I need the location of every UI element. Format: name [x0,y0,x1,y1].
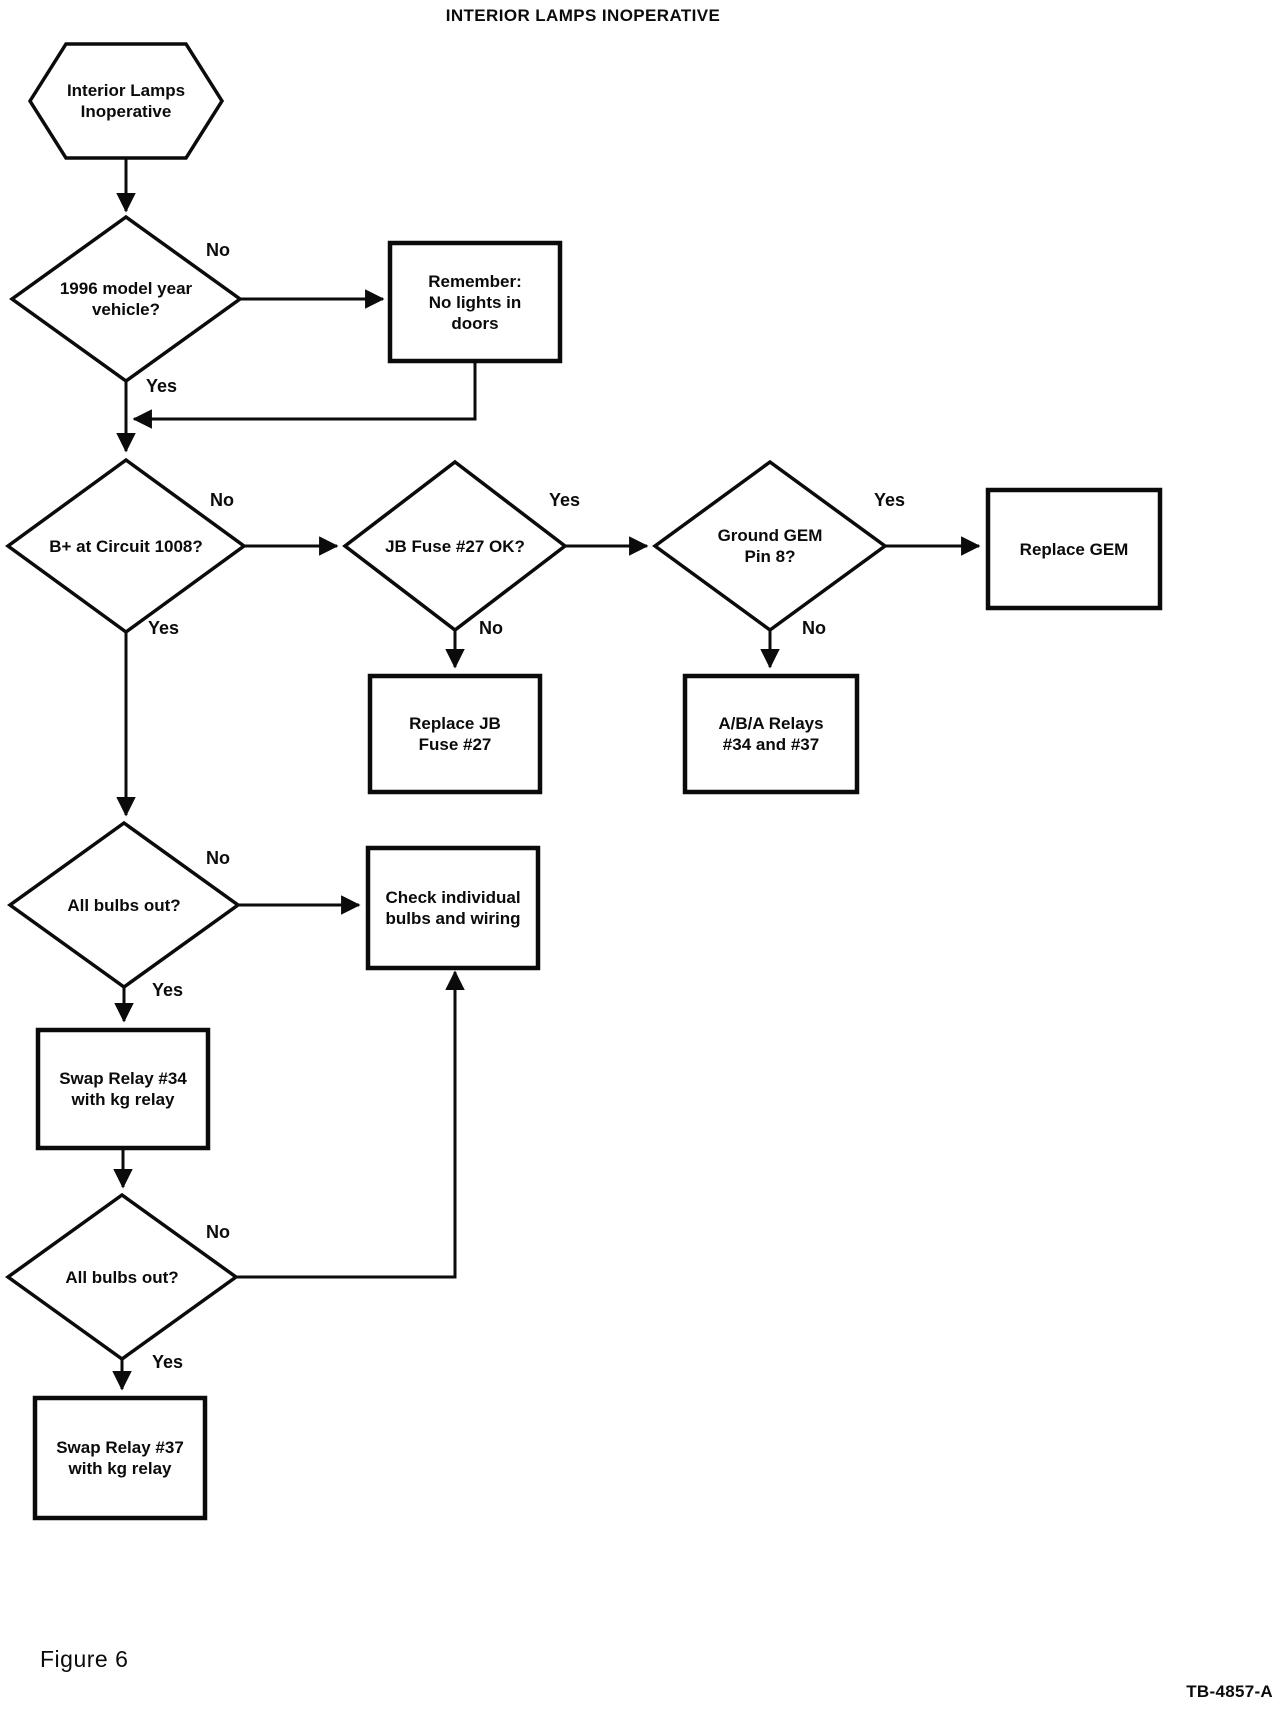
node-swap34: Swap Relay #34 with kg relay [59,1069,187,1109]
aba-relays-box-shape [682,673,860,795]
label-bulbs2-no: No [206,1222,230,1242]
edge-remember-feedback [132,361,477,429]
node-model-year: 1996 model year vehicle? [59,279,193,319]
node-replace-gem: Replace GEM [1019,539,1129,559]
label-model-year-yes: Yes [146,376,178,396]
node-remember: Remember: No lights in doors [428,271,522,333]
replace-jb-box-shape [367,673,543,795]
node-jb-fuse: JB Fuse #27 OK? [385,536,525,556]
jb-fuse-diamond-shape [342,459,568,633]
page-title: INTERIOR LAMPS INOPERATIVE [445,6,721,25]
node-bulbs2: All bulbs out? [65,1267,179,1287]
bulbs1-diamond-shape [7,820,241,990]
node-circuit: B+ at Circuit 1008? [49,536,203,556]
label-gem-pin-no: No [802,618,826,638]
circuit-diamond-shape [5,457,247,635]
bulbs2-diamond-shape [5,1192,239,1362]
remember-box-shape [387,240,563,364]
node-replace-jb: Replace JB Fuse #27 [409,714,501,754]
node-aba-relays: A/B/A Relays #34 and #37 [718,714,824,754]
swap37-box-shape [32,1395,208,1521]
edge-bulbs2-no-to-check [236,970,465,1279]
label-bulbs1-no: No [206,848,230,868]
node-start: Interior Lamps Inoperative [66,81,186,121]
gem-pin-diamond-shape [652,459,888,633]
label-gem-pin-yes: Yes [874,490,906,510]
node-bulbs1: All bulbs out? [67,895,181,915]
label-circuit-no: No [210,490,234,510]
node-swap37: Swap Relay #37 with kg relay [56,1438,184,1478]
model-year-diamond-shape [9,214,243,384]
replace-gem-box-shape [985,487,1163,611]
check-bulbs-box-shape [365,845,541,971]
swap34-box-shape [35,1027,211,1151]
label-model-year-no: No [206,240,230,260]
label-circuit-yes: Yes [148,618,180,638]
label-jb-fuse-yes: Yes [549,490,581,510]
label-bulbs2-yes: Yes [152,1352,184,1372]
node-check-bulbs: Check individual bulbs and wiring [385,888,521,928]
label-jb-fuse-no: No [479,618,503,638]
label-bulbs1-yes: Yes [152,980,184,1000]
figure-caption: Figure 6 [40,1646,129,1672]
node-gem-pin: Ground GEM Pin 8? [717,526,823,566]
start-hexagon-shape [27,42,225,160]
doc-ref: TB-4857-A [1186,1682,1273,1701]
